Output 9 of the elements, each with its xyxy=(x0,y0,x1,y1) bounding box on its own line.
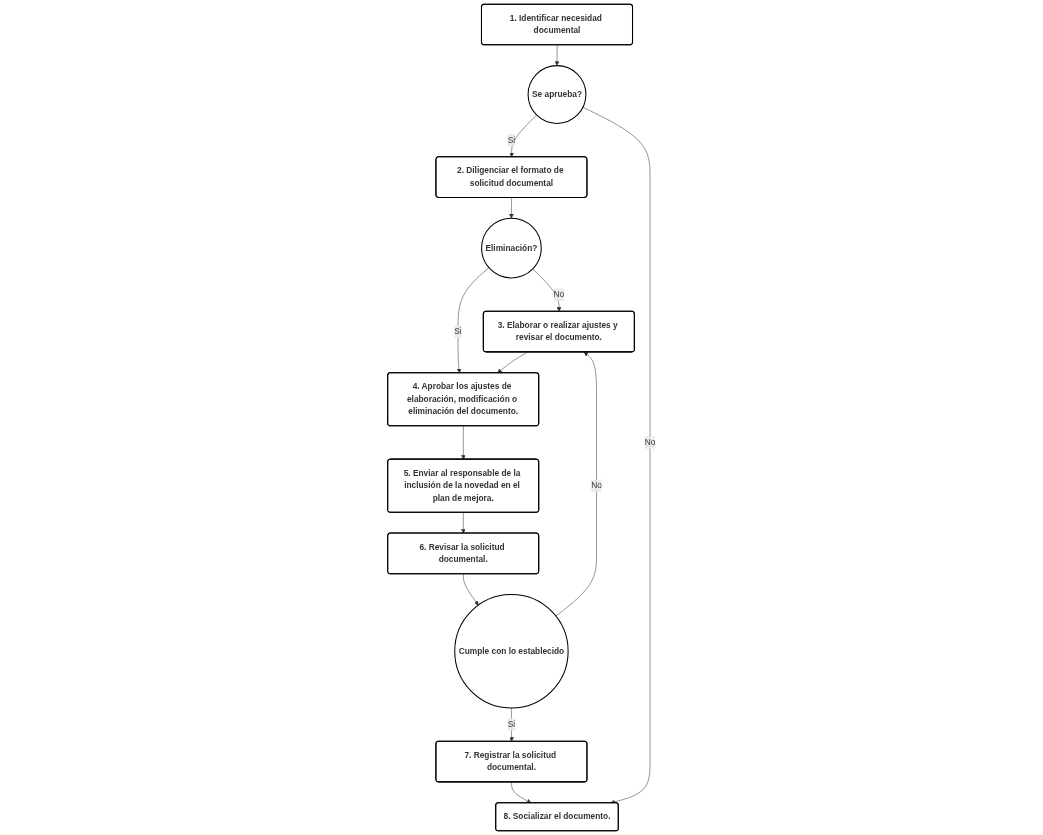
edge-label: No xyxy=(644,437,656,447)
edge-label: Si xyxy=(507,719,516,729)
node-circle: Cumple con lo establecido xyxy=(454,594,569,709)
edge-label: Si xyxy=(454,326,462,336)
edge-label: No xyxy=(553,289,565,299)
edge-label: No xyxy=(591,481,602,490)
node-circle: Se aprueba? xyxy=(527,65,587,124)
node-circle: Eliminación? xyxy=(481,217,542,279)
edge-label: Si xyxy=(507,135,516,145)
